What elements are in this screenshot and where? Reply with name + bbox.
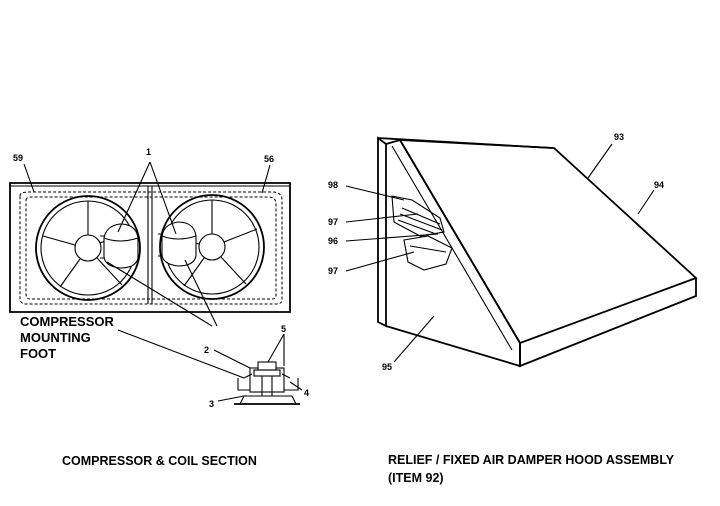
callout-5: 5 — [281, 324, 286, 334]
label-line-3: FOOT — [20, 346, 56, 361]
leader-mounting-foot — [117, 329, 245, 379]
mounting-foot-detail — [213, 333, 303, 405]
callout-93: 93 — [614, 132, 624, 142]
compressor-coil-caption: COMPRESSOR & COIL SECTION — [62, 454, 257, 468]
hood-side-panel — [385, 138, 521, 368]
leader-59 — [23, 163, 35, 193]
condenser-fan-right — [159, 194, 265, 300]
callout-94: 94 — [654, 180, 664, 190]
callout-95: 95 — [382, 362, 392, 372]
callout-4: 4 — [304, 388, 309, 398]
damper-blades — [391, 195, 453, 271]
caption-line-1: RELIEF / FIXED AIR DAMPER HOOD ASSEMBLY — [388, 453, 675, 467]
callout-59: 59 — [13, 153, 23, 163]
label-line-2: MOUNTING — [20, 330, 91, 345]
caption-line-2: (ITEM 92) — [388, 471, 444, 485]
leader-56 — [261, 164, 271, 194]
callout-98: 98 — [328, 180, 338, 190]
callout-97-lower: 97 — [328, 266, 338, 276]
leader-lines-1 — [106, 161, 218, 327]
compressor-coil-section: 1 59 56 5 2 3 4 COMPRESSOR MOUNTING FOOT… — [9, 147, 309, 468]
callout-97-upper: 97 — [328, 217, 338, 227]
compressor-left — [100, 223, 139, 269]
callout-1: 1 — [146, 147, 151, 157]
damper-hood-caption: RELIEF / FIXED AIR DAMPER HOOD ASSEMBLY … — [388, 453, 677, 485]
callout-96: 96 — [328, 236, 338, 246]
hood-top-panel — [398, 139, 698, 345]
callout-2: 2 — [204, 345, 209, 355]
callout-56: 56 — [264, 154, 274, 164]
compressor-mounting-foot-label: COMPRESSOR MOUNTING FOOT — [20, 314, 118, 361]
callout-3: 3 — [209, 399, 214, 409]
hood-back-flange — [377, 136, 387, 328]
label-line-1: COMPRESSOR — [20, 314, 115, 329]
damper-hood-assembly: 93 94 98 97 96 97 95 RELIEF / FIXED AIR … — [328, 132, 698, 485]
coil-housing — [9, 182, 291, 313]
